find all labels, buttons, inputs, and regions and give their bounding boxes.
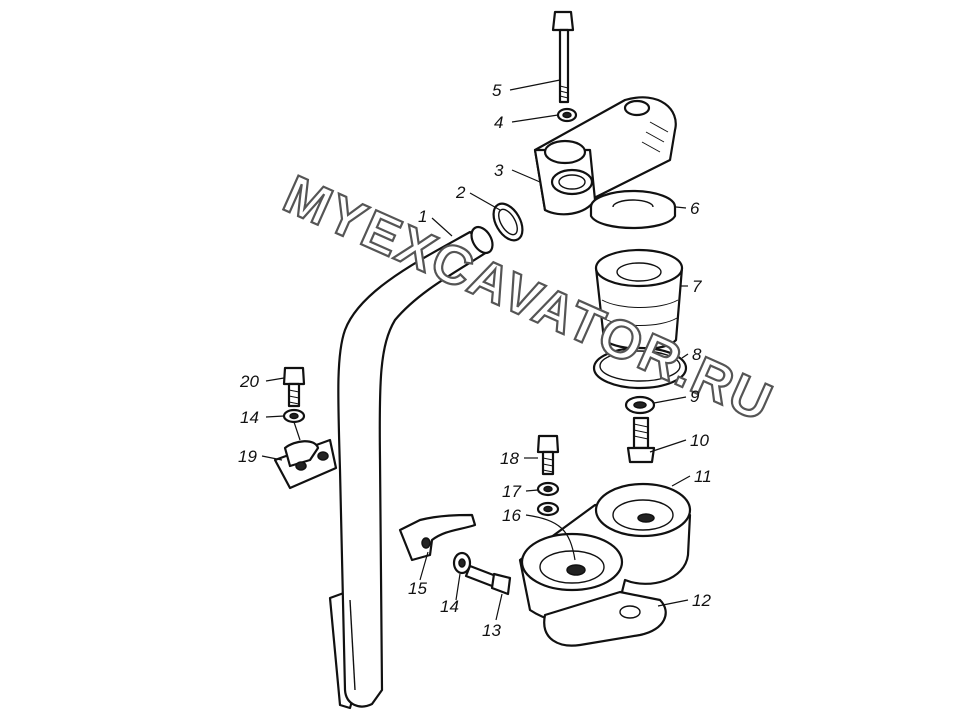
leader-11 bbox=[671, 475, 691, 487]
part-2-o-ring-inner bbox=[498, 208, 518, 236]
part-11-right-bowl-inner bbox=[612, 499, 674, 531]
part-13-bolt-head bbox=[490, 572, 512, 596]
part-11-right-bowl-port bbox=[637, 513, 655, 523]
part-20-bolt-thread bbox=[288, 389, 300, 405]
part-1-pipe bbox=[328, 225, 494, 710]
part-11-left-bowl-inner bbox=[539, 550, 605, 584]
callout-6: 6 bbox=[690, 199, 700, 218]
callout-17: 17 bbox=[502, 482, 521, 501]
part-7-filter-cartridge bbox=[594, 248, 684, 351]
part-20-bolt bbox=[282, 366, 306, 408]
leader-20 bbox=[265, 377, 285, 382]
part-3-housing-top-bore bbox=[543, 139, 587, 165]
callout-9: 9 bbox=[690, 387, 700, 406]
callout-4: 4 bbox=[494, 113, 503, 132]
leader-4 bbox=[511, 114, 559, 123]
callout-3: 3 bbox=[494, 161, 504, 180]
part-11-twin-bowl-base bbox=[518, 482, 692, 626]
leader-3 bbox=[511, 169, 541, 183]
part-11-left-bowl bbox=[520, 532, 624, 592]
callout-5: 5 bbox=[492, 81, 502, 100]
callout-14-lower: 14 bbox=[440, 597, 459, 616]
part-13-bolt bbox=[464, 564, 512, 596]
part-13-bolt-shank bbox=[464, 564, 498, 588]
part-11-right-bowl bbox=[594, 482, 692, 538]
part-4-washer-hole bbox=[562, 111, 572, 119]
part-1-pipe-end bbox=[470, 225, 494, 255]
callout-16: 16 bbox=[502, 506, 521, 525]
callout-1: 1 bbox=[418, 207, 427, 226]
part-10-fitting-bolt bbox=[626, 416, 656, 464]
part-7-filter-ribs bbox=[601, 299, 679, 326]
part-20-bolt-shank bbox=[287, 382, 301, 408]
part-1-pipe-highlight bbox=[349, 599, 356, 691]
callout-20: 20 bbox=[239, 372, 259, 391]
part-3-housing-bolt-hole bbox=[623, 99, 651, 117]
leader-14a bbox=[265, 415, 285, 418]
part-11-left-bowl-port bbox=[566, 564, 586, 576]
callout-11: 11 bbox=[694, 467, 712, 486]
part-15-clamp bbox=[398, 513, 477, 562]
leader-17 bbox=[525, 489, 539, 492]
part-18-bolt-thread bbox=[542, 457, 554, 473]
part-15-clamp-hole bbox=[421, 537, 431, 549]
leader-6 bbox=[675, 206, 687, 209]
part-10-bolt-thread bbox=[633, 423, 649, 440]
part-10-bolt-head bbox=[626, 446, 656, 464]
leader-14a-link bbox=[293, 421, 301, 441]
part-16-washer-hole bbox=[543, 505, 553, 513]
leader-14b bbox=[455, 573, 461, 601]
part-2-o-ring bbox=[492, 202, 524, 242]
part-17-washer-hole bbox=[543, 485, 553, 493]
callout-19: 19 bbox=[238, 447, 257, 466]
callout-15: 15 bbox=[408, 579, 427, 598]
callout-14-upper: 14 bbox=[240, 408, 259, 427]
part-3-housing-port-inner bbox=[558, 174, 586, 190]
leader-19 bbox=[261, 455, 283, 461]
part-5-bolt-thread bbox=[559, 85, 569, 99]
callout-18: 18 bbox=[500, 449, 519, 468]
part-18-bolt-head bbox=[536, 434, 560, 454]
leader-1 bbox=[431, 217, 453, 237]
part-8-seal-ring-inner bbox=[599, 350, 681, 382]
part-5-long-bolt bbox=[551, 10, 575, 104]
leader-13 bbox=[495, 593, 503, 621]
callout-2: 2 bbox=[455, 183, 466, 202]
part-3-housing-shading bbox=[641, 121, 669, 153]
part-19-hole-1 bbox=[295, 461, 307, 471]
callout-13: 13 bbox=[482, 621, 501, 640]
leader-10 bbox=[649, 439, 687, 453]
part-14-washer-lower-hole bbox=[458, 558, 466, 568]
leader-8 bbox=[681, 353, 689, 359]
part-7-filter-bore bbox=[616, 262, 662, 282]
callout-10: 10 bbox=[690, 431, 709, 450]
part-19-hole-2 bbox=[317, 451, 329, 461]
part-5-bolt-head bbox=[551, 10, 575, 32]
leader-9 bbox=[653, 396, 687, 404]
part-5-bolt-shank bbox=[558, 28, 570, 104]
callout-12: 12 bbox=[692, 591, 711, 610]
part-19-strap-bend bbox=[283, 440, 320, 468]
part-20-bolt-head bbox=[282, 366, 306, 386]
leader-15 bbox=[419, 551, 429, 581]
callout-7: 7 bbox=[692, 277, 702, 296]
part-7-filter-top bbox=[594, 248, 684, 288]
part-12-gasket-hole bbox=[619, 605, 641, 619]
leader-lines bbox=[261, 79, 691, 621]
part-3-housing-port bbox=[550, 168, 594, 196]
part-14-washer-upper-hole bbox=[289, 412, 299, 420]
part-6-gasket-edge bbox=[589, 205, 677, 230]
leader-12 bbox=[657, 599, 689, 607]
callout-labels: 5 4 3 2 1 6 7 8 9 10 11 12 13 14 15 16 1… bbox=[238, 81, 712, 640]
callout-8: 8 bbox=[692, 345, 702, 364]
leader-16 bbox=[525, 514, 576, 561]
leader-5 bbox=[509, 79, 561, 91]
part-9-washer-hole bbox=[633, 401, 647, 409]
part-1-pipe-body bbox=[337, 230, 492, 708]
part-18-bolt-shank bbox=[541, 450, 555, 476]
part-18-bolt bbox=[536, 434, 560, 476]
leader-2 bbox=[469, 192, 501, 211]
